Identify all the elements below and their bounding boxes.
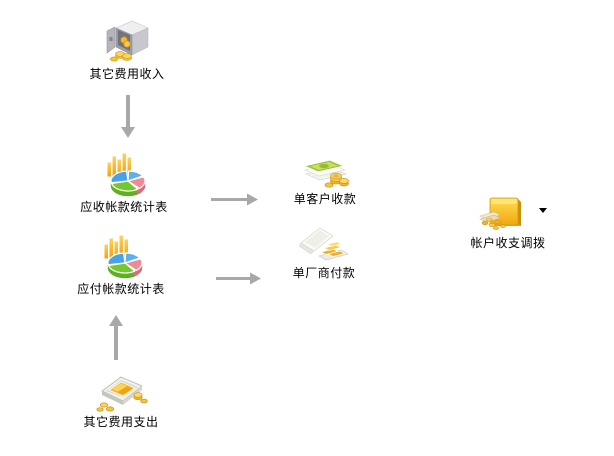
node-account-transfer[interactable]: 帐户收支调拨: [448, 189, 568, 250]
node-label[interactable]: 应付帐款统计表: [77, 282, 165, 296]
node-other-expense-payout[interactable]: 其它费用支出: [61, 366, 181, 429]
dropdown-caret-icon[interactable]: [539, 208, 547, 213]
node-label[interactable]: 帐户收支调拨: [470, 236, 546, 250]
safe-coins-icon[interactable]: [67, 16, 187, 64]
node-label[interactable]: 其它费用收入: [89, 67, 165, 81]
gold-tray-icon[interactable]: [61, 366, 181, 412]
node-label[interactable]: 其它费用支出: [83, 415, 159, 429]
node-vendor-payment[interactable]: 单厂商付款: [264, 223, 384, 280]
envelope-goldbars-icon[interactable]: [264, 223, 384, 263]
node-label[interactable]: 单客户收款: [293, 192, 357, 206]
right-arrow-icon: [211, 191, 258, 210]
up-arrow-icon: [108, 315, 124, 364]
bar-pie-chart-icon[interactable]: [64, 145, 184, 197]
banknotes-coins-icon[interactable]: [265, 147, 385, 189]
down-arrow-icon: [120, 95, 136, 142]
node-receivable-statistics[interactable]: 应收帐款统计表: [64, 145, 184, 214]
node-customer-receipt[interactable]: 单客户收款: [265, 147, 385, 206]
node-payable-statistics[interactable]: 应付帐款统计表: [61, 227, 181, 296]
right-arrow-icon: [216, 270, 261, 289]
bar-pie-chart-icon[interactable]: [61, 227, 181, 279]
node-label[interactable]: 应收帐款统计表: [80, 200, 168, 214]
folder-money-icon[interactable]: [442, 189, 562, 233]
node-label[interactable]: 单厂商付款: [292, 266, 356, 280]
node-other-expense-income[interactable]: 其它费用收入: [67, 16, 187, 81]
